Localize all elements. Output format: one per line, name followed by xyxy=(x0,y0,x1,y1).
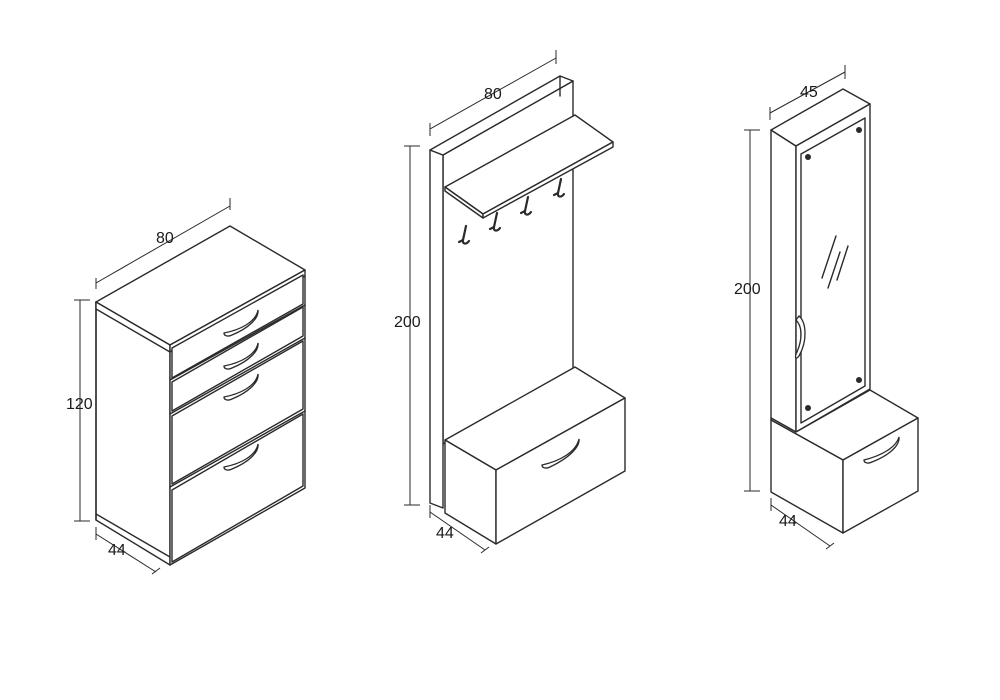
dimension-depth: 44 xyxy=(429,505,490,554)
drawer-2 xyxy=(171,306,304,412)
width-label: 45 xyxy=(800,84,818,101)
drawer-handle-icon xyxy=(223,373,259,401)
drawer-3 xyxy=(171,340,304,485)
dimension-width: 45 xyxy=(769,65,846,120)
base-cabinet-front xyxy=(842,417,919,534)
coat-hook-icon xyxy=(519,195,533,216)
drawer-1 xyxy=(171,274,304,379)
unit-side-panel xyxy=(770,129,797,433)
coat-hook-icon xyxy=(457,224,471,245)
height-label: 200 xyxy=(734,281,761,298)
width-label: 80 xyxy=(484,86,502,103)
drawer-handle-icon xyxy=(223,443,259,471)
mirror-reflection-icon xyxy=(821,235,837,279)
height-label: 120 xyxy=(66,396,93,413)
mirror-fixing-icon xyxy=(805,154,811,160)
rack-side-post xyxy=(429,149,444,509)
dimension-height: 120 xyxy=(66,299,93,522)
drawer-4 xyxy=(171,413,304,563)
depth-label: 44 xyxy=(436,525,454,542)
dimension-width: 80 xyxy=(429,50,557,136)
door-handle-icon xyxy=(794,315,806,359)
mirror-fixing-icon xyxy=(856,377,862,383)
mirror-fixing-icon xyxy=(805,405,811,411)
coat-hook-icon xyxy=(552,177,566,198)
dimension-depth: 44 xyxy=(95,527,161,575)
bench-handle-icon xyxy=(541,438,580,469)
dimension-depth: 44 xyxy=(770,498,835,550)
base-handle-icon xyxy=(863,436,900,464)
mirror-hall-unit: 45 200 44 xyxy=(734,65,919,550)
dimension-height: 200 xyxy=(394,145,421,506)
dimension-width: 80 xyxy=(95,198,231,289)
depth-label: 44 xyxy=(779,513,797,530)
coat-rack-bench: 80 200 44 xyxy=(394,50,626,554)
mirror-glass xyxy=(800,117,866,424)
height-label: 200 xyxy=(394,314,421,331)
drawer-handle-icon xyxy=(223,342,259,370)
width-label: 80 xyxy=(156,230,174,247)
coat-hook-icon xyxy=(488,211,502,232)
depth-label: 44 xyxy=(108,542,126,559)
shoe-cabinet: 80 120 44 xyxy=(66,198,306,575)
dimension-height: 200 xyxy=(734,129,761,492)
bench-front xyxy=(495,397,626,545)
drawer-handle-icon xyxy=(223,309,259,337)
mirror-fixing-icon xyxy=(856,127,862,133)
